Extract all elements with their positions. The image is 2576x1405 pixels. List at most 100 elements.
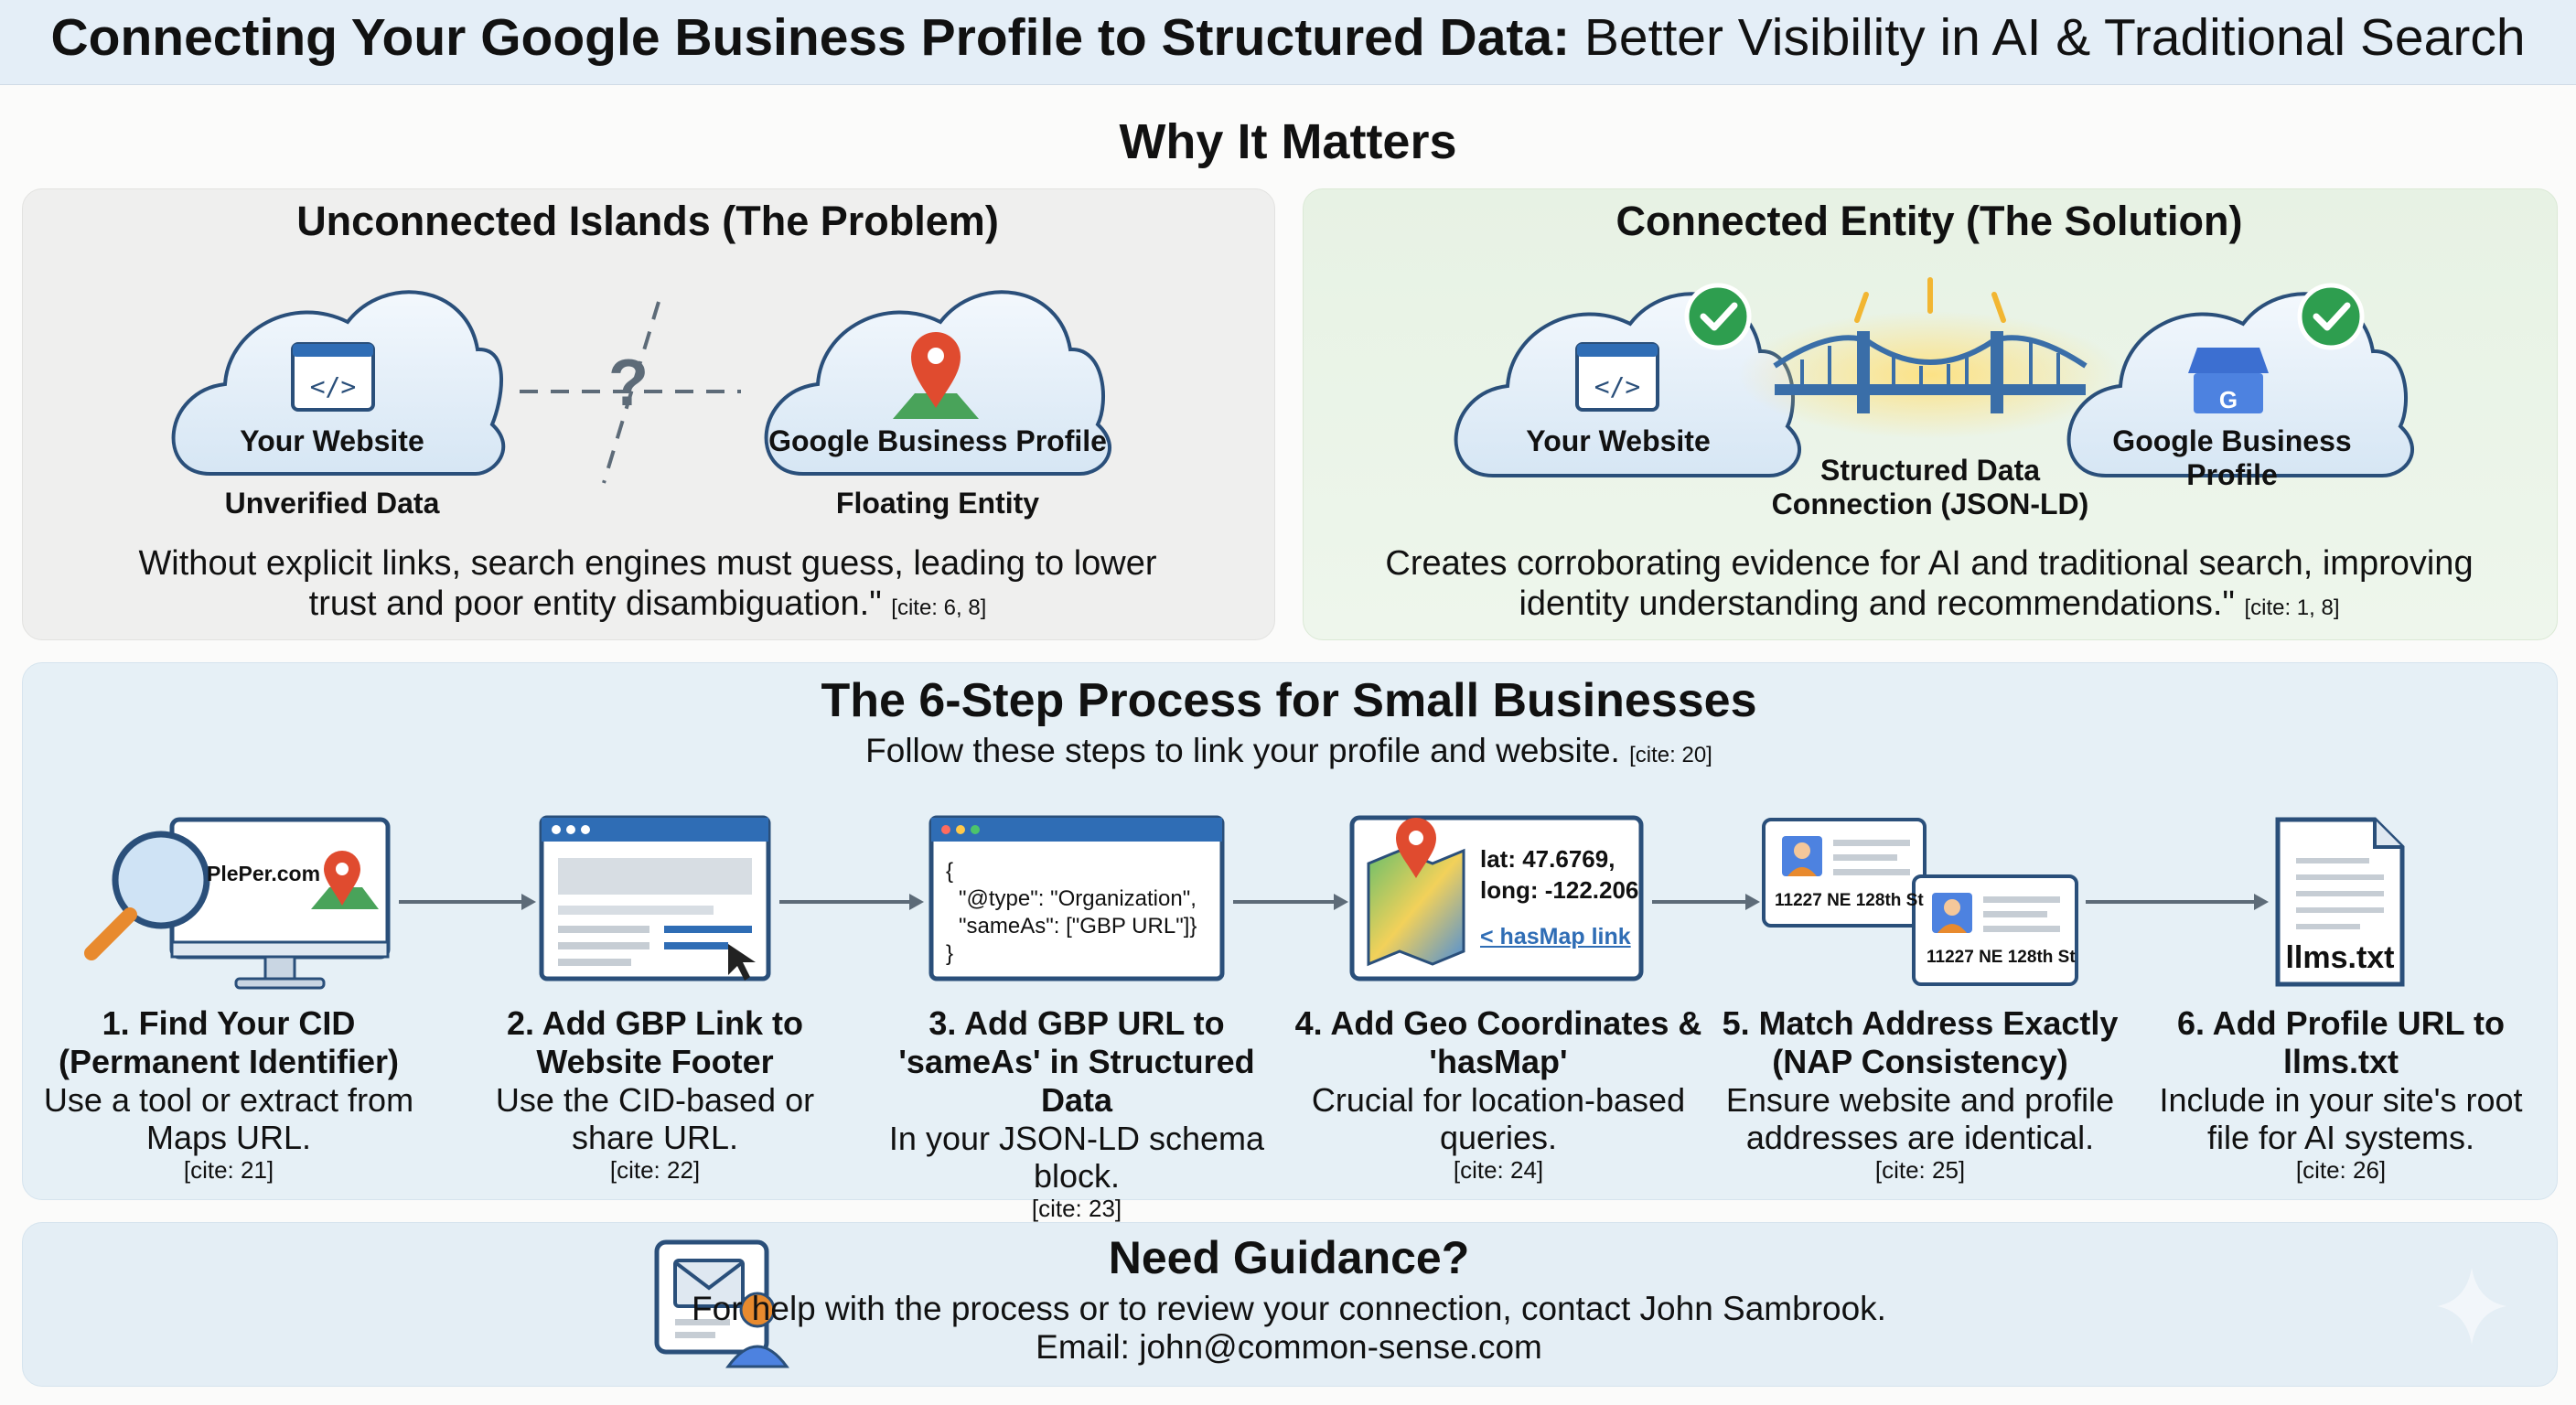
title-rest: Better Visibility in AI & Traditional Se… xyxy=(1570,8,2526,67)
code-line-1: { xyxy=(946,859,954,884)
map-pin-icon xyxy=(893,332,979,419)
arrow-2 xyxy=(779,894,924,910)
page-title: Connecting Your Google Business Profile … xyxy=(0,5,2576,70)
arrow-5 xyxy=(2086,894,2269,910)
step4-coords: lat: 47.6769, long: -122.206 xyxy=(1480,843,1638,906)
arrow-4 xyxy=(1652,894,1760,910)
problem-desc-line1: Without explicit links, search engines m… xyxy=(138,544,1157,583)
title-bold: Connecting Your Google Business Profile … xyxy=(50,8,1571,67)
step-4: 4. Add Geo Coordinates & 'hasMap' Crucia… xyxy=(1288,1004,1709,1185)
problem-title: Unconnected Islands (The Problem) xyxy=(296,198,999,244)
step1-title1: 1. Find Your CID xyxy=(102,1004,356,1042)
step3-code-window-icon xyxy=(928,815,1225,981)
step6-body2: file for AI systems. xyxy=(2206,1119,2475,1156)
problem-desc-line2-wrap: trust and poor entity disambiguation." [… xyxy=(22,584,1273,628)
title-bar xyxy=(0,0,2576,85)
solution-cite: [cite: 1, 8] xyxy=(2244,595,2340,620)
step5-address-cards-icon xyxy=(1762,818,2078,986)
step1-cite: [cite: 21] xyxy=(183,1156,274,1184)
solution-desc-line2-wrap: identity understanding and recommendatio… xyxy=(1303,584,2556,628)
step5-address-1: 11227 NE 128th St xyxy=(1775,891,1924,910)
step4-body2: queries. xyxy=(1439,1119,1558,1156)
broken-link-icon xyxy=(520,301,741,484)
process-title: The 6-Step Process for Small Businesses xyxy=(821,674,1757,727)
step-2: 2. Add GBP Link to Website Footer Use th… xyxy=(454,1004,856,1185)
step4-title2: 'hasMap' xyxy=(1429,1043,1568,1080)
step6-file-icon xyxy=(2275,817,2405,987)
process-subtitle: Follow these steps to link your profile … xyxy=(865,732,1620,769)
website-label-problem: Your Website xyxy=(240,424,424,457)
bridge-icon xyxy=(1738,277,2122,439)
step3-body2: block. xyxy=(1033,1157,1121,1195)
step2-title2: Website Footer xyxy=(536,1043,774,1080)
step5-title1: 5. Match Address Exactly xyxy=(1722,1004,2119,1042)
step1-site-text: PlePer.com xyxy=(207,862,321,885)
step2-cite: [cite: 22] xyxy=(609,1156,701,1184)
step5-title2: (NAP Consistency) xyxy=(1772,1043,2068,1080)
code-window-icon: </> xyxy=(291,342,375,412)
step-3: 3. Add GBP URL to 'sameAs' in Structured… xyxy=(862,1004,1292,1223)
step2-body1: Use the CID-based or xyxy=(495,1081,815,1119)
gbp-label-solution: Google Business Profile xyxy=(2112,424,2352,491)
bridge-label-line1: Structured Data xyxy=(1819,454,2041,487)
step-5: 5. Match Address Exactly (NAP Consistenc… xyxy=(1714,1004,2126,1185)
why-heading: Why It Matters xyxy=(1119,114,1457,169)
step5-address-2: 11227 NE 128th St xyxy=(1927,948,2076,967)
svg-text:G: G xyxy=(2219,386,2238,413)
solution-desc-line1: Creates corroborating evidence for AI an… xyxy=(1385,544,2474,583)
process-subtitle-wrap: Follow these steps to link your profile … xyxy=(22,732,2556,770)
step3-title2: 'sameAs' in Structured Data xyxy=(898,1043,1255,1119)
guidance-title: Need Guidance? xyxy=(1108,1232,1470,1283)
code-line-3: "sameAs": ["GBP URL"]} xyxy=(959,914,1197,938)
step3-code-block: { "@type": "Organization", "sameAs": ["G… xyxy=(946,858,1197,968)
step-6: 6. Add Profile URL to llms.txt Include i… xyxy=(2135,1004,2547,1185)
step1-title2: (Permanent Identifier) xyxy=(58,1043,400,1080)
gbp-caption-problem: Floating Entity xyxy=(835,487,1040,520)
code-line-4: } xyxy=(946,941,954,966)
check-icon-gbp xyxy=(2297,283,2365,350)
step5-body1: Ensure website and profile xyxy=(1725,1081,2115,1119)
bridge-label-line2: Connection (JSON-LD) xyxy=(1771,488,2089,520)
arrow-1 xyxy=(399,894,536,910)
step6-title2: llms.txt xyxy=(2282,1043,2399,1080)
step5-cite: [cite: 25] xyxy=(1874,1156,1966,1184)
question-mark: ? xyxy=(608,347,649,420)
step3-cite: [cite: 23] xyxy=(1031,1195,1122,1222)
step6-body1: Include in your site's root xyxy=(2159,1081,2523,1119)
step-1: 1. Find Your CID (Permanent Identifier) … xyxy=(37,1004,421,1185)
problem-desc-line2: trust and poor entity disambiguation." xyxy=(308,585,882,623)
step6-title1: 6. Add Profile URL to xyxy=(2176,1004,2505,1042)
gbp-store-icon: G xyxy=(2188,348,2269,413)
mail-contact-icon xyxy=(654,1239,789,1368)
solution-title: Connected Entity (The Solution) xyxy=(1615,198,2243,244)
check-icon-website xyxy=(1684,283,1752,350)
step6-cite: [cite: 26] xyxy=(2295,1156,2387,1184)
step1-body1: Use a tool or extract from xyxy=(43,1081,414,1119)
gbp-label-problem: Google Business Profile xyxy=(768,424,1107,457)
step3-title1: 3. Add GBP URL to xyxy=(928,1004,1225,1042)
step2-title1: 2. Add GBP Link to xyxy=(506,1004,804,1042)
guidance-line1: For help with the process or to review y… xyxy=(692,1290,1886,1327)
arrow-3 xyxy=(1233,894,1348,910)
sparkle-icon xyxy=(2437,1268,2506,1345)
step4-cite: [cite: 24] xyxy=(1453,1156,1544,1184)
step6-file-label: llms.txt xyxy=(2285,940,2395,975)
step4-map-icon xyxy=(1349,815,1644,981)
step2-browser-icon xyxy=(539,815,771,981)
problem-cite: [cite: 6, 8] xyxy=(891,595,987,620)
step5-body2: addresses are identical. xyxy=(1745,1119,2095,1156)
step4-lat: lat: 47.6769, xyxy=(1480,845,1615,873)
svg-text:</>: </> xyxy=(310,371,357,402)
step4-hasmap-link[interactable]: < hasMap link xyxy=(1480,924,1631,949)
code-line-2: "@type": "Organization", xyxy=(959,886,1197,911)
website-caption-problem: Unverified Data xyxy=(224,487,440,520)
step1-body2: Maps URL. xyxy=(145,1119,312,1156)
website-label-solution: Your Website xyxy=(1526,424,1711,457)
guidance-email[interactable]: Email: john@common-sense.com xyxy=(1036,1328,1542,1366)
step4-long: long: -122.206 xyxy=(1480,876,1639,904)
solution-desc-line2: identity understanding and recommendatio… xyxy=(1519,585,2235,623)
code-window-icon-2: </> xyxy=(1575,342,1659,412)
step4-body1: Crucial for location-based xyxy=(1311,1081,1686,1119)
step4-title1: 4. Add Geo Coordinates & xyxy=(1294,1004,1702,1042)
